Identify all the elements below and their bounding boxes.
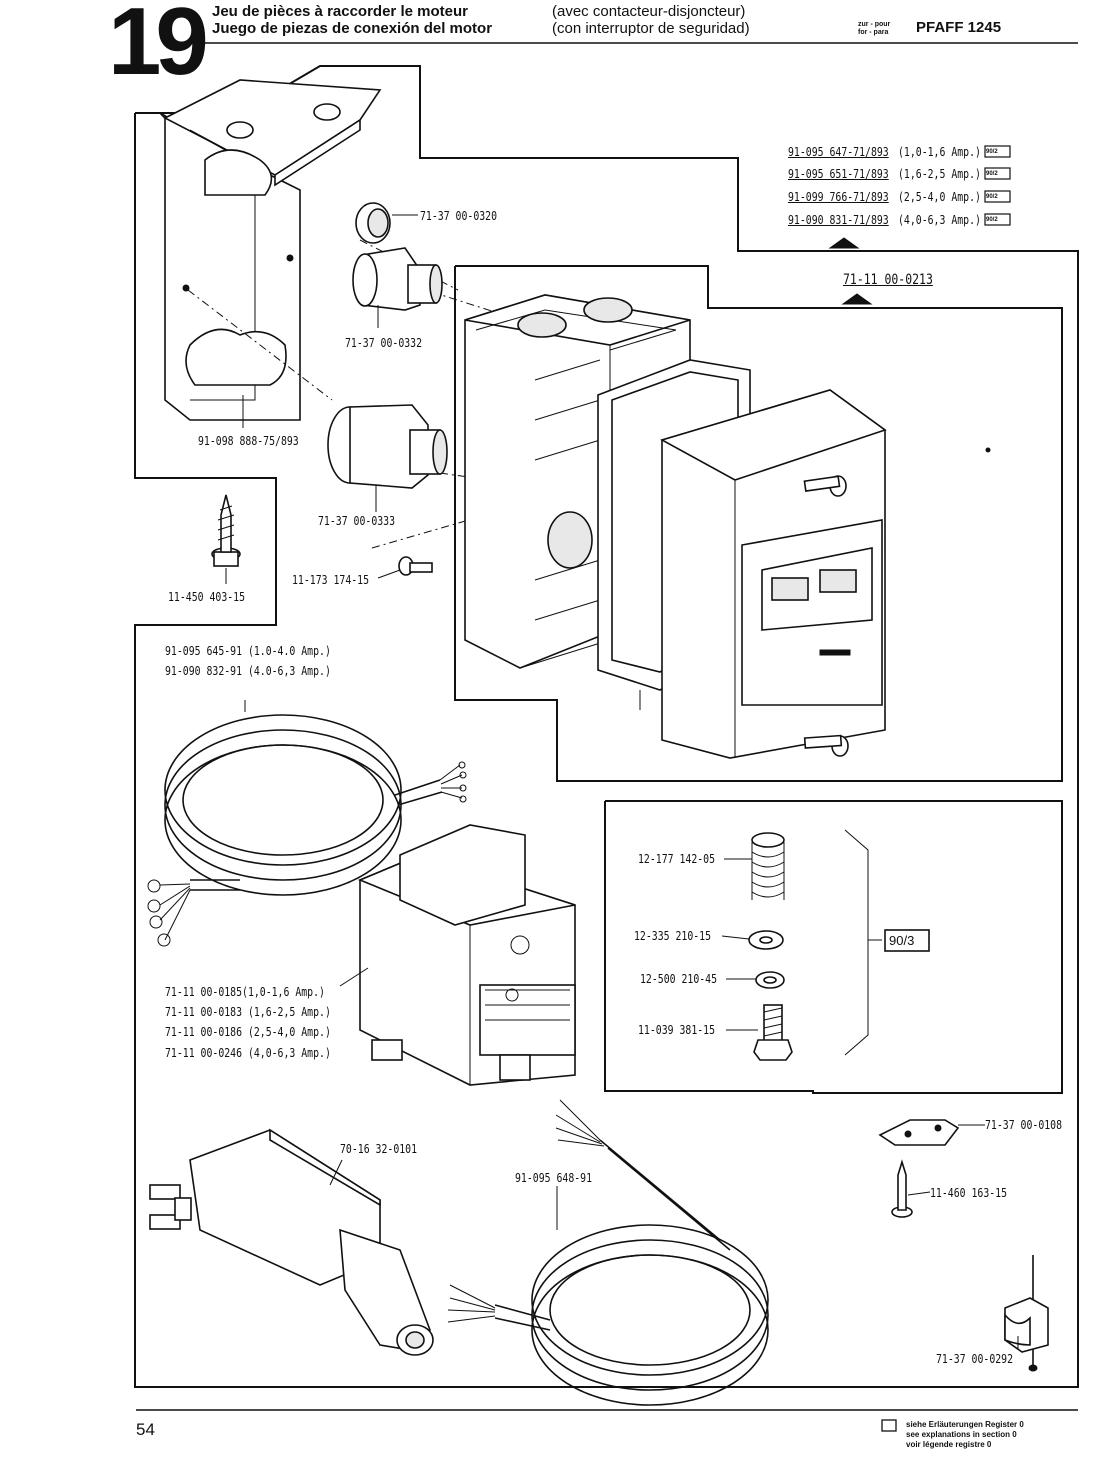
cable-clip-nail-drawing [1004,1255,1049,1372]
mounting-bracket-drawing [159,79,382,428]
part-label-71-11-00-0246: 71-11 00-0246 (4,0-6,3 Amp.) [165,1046,331,1060]
part-label-12-335-210: 12-335 210-15 [634,929,712,943]
part-label-71-37-00-0320: 71-37 00-0320 [420,209,498,223]
part-label-71-11-00-0186: 71-11 00-0186 (2,5-4,0 Amp.) [165,1025,331,1039]
small-parts-frame [604,800,1063,1094]
legend-note-en: see explanations in section 0 [906,1430,1017,1439]
page-number: 54 [136,1420,155,1439]
badge-90-2-d: 90/2 [986,217,998,223]
badge-90-2-a: 90/2 [986,149,998,155]
badge-90-2-c: 90/2 [986,194,998,200]
cable-gland-small-drawing [355,202,418,244]
for-label-2: for - para [858,29,889,36]
badge-90-2-b: 90/2 [986,171,998,177]
part-amp-91-095-651: (1,6-2,5 Amp.) [898,167,981,181]
part-label-91-090-831: 91-090 831-71/893 [788,213,889,227]
part-label-71-37-00-0108: 71-37 00-0108 [985,1118,1063,1132]
badge-90-3: 90/3 [889,933,915,948]
subtitle-es: (con interruptor de seguridad) [552,20,750,37]
legend-note-fr: voir légende registre 0 [906,1440,992,1449]
wood-screw-11-450-drawing [211,494,241,584]
part-label-71-37-00-0292: 71-37 00-0292 [936,1352,1014,1366]
housing-frame [454,265,1063,782]
mains-cable-coil-drawing [447,1099,769,1406]
cable-clip-drawing [878,1119,985,1146]
contactor-drawing [339,824,576,1086]
machine-model: PFAFF 1245 [916,19,1002,36]
part-label-91-095-645: 91-095 645-91 (1.0-4.0 Amp.) [165,644,331,658]
part-label-11-460-163: 11-460 163-15 [930,1186,1008,1200]
part-label-71-11-00-0183: 71-11 00-0183 (1,6-2,5 Amp.) [165,1005,331,1019]
part-label-70-16-32-0101: 70-16 32-0101 [340,1142,418,1156]
part-label-11-039-381: 11-039 381-15 [638,1023,716,1037]
part-label-12-500-210: 12-500 210-45 [640,972,718,986]
part-label-71-11-00-0213: 71-11 00-0213 [843,272,933,288]
title-es: Juego de piezas de conexión del motor [212,20,493,37]
legend-note-de: siehe Erläuterungen Register 0 [906,1420,1024,1429]
legend-box-icon [881,1419,897,1432]
cable-gland-large-drawing [327,404,448,512]
part-label-11-173-174: 11-173 174-15 [292,573,370,587]
part-amp-91-099-766: (2,5-4,0 Amp.) [898,190,981,204]
part-label-91-090-832: 91-090 832-91 (4.0-6,3 Amp.) [165,664,331,678]
part-label-91-095-651: 91-095 651-71/893 [788,167,889,181]
section-number: 19 [108,0,209,95]
outer-frame [134,65,1079,1388]
part-label-71-37-00-0333: 71-37 00-0333 [318,514,396,528]
part-label-12-177-142: 12-177 142-05 [638,852,716,866]
part-amp-91-095-647: (1,0-1,6 Amp.) [898,145,981,159]
badge-90-2-boxes [984,145,1011,226]
subtitle-fr: (avec contacteur-disjoncteur) [552,3,746,20]
part-amp-91-090-831: (4,0-6,3 Amp.) [898,213,981,227]
screw-11-460-drawing [891,1159,931,1218]
screw-11-173-drawing [377,556,433,579]
part-label-71-37-00-0332: 71-37 00-0332 [345,336,423,350]
part-label-91-098-888: 91-098 888-75/893 [198,434,299,448]
for-label-1: zur - pour [858,21,891,28]
part-label-91-095-648: 91-095 648-91 [515,1171,593,1185]
part-label-91-099-766: 91-099 766-71/893 [788,190,889,204]
lock-washer-drawing [726,971,785,989]
cable-gland-medium-drawing [352,247,443,328]
part-label-11-450-403: 11-450 403-15 [168,590,246,604]
switch-housing-drawing [464,294,991,759]
washer-drawing [721,930,784,950]
mains-plug-drawing [149,1128,434,1356]
bolt-drawing [726,1004,793,1061]
motor-cable-coil-drawing [147,700,467,947]
spring-drawing [724,832,785,900]
part-label-91-095-647: 91-095 647-71/893 [788,145,889,159]
part-label-71-11-00-0185: 71-11 00-0185(1,0-1,6 Amp.) [165,985,325,999]
title-fr: Jeu de pièces à raccorder le moteur [212,3,468,20]
